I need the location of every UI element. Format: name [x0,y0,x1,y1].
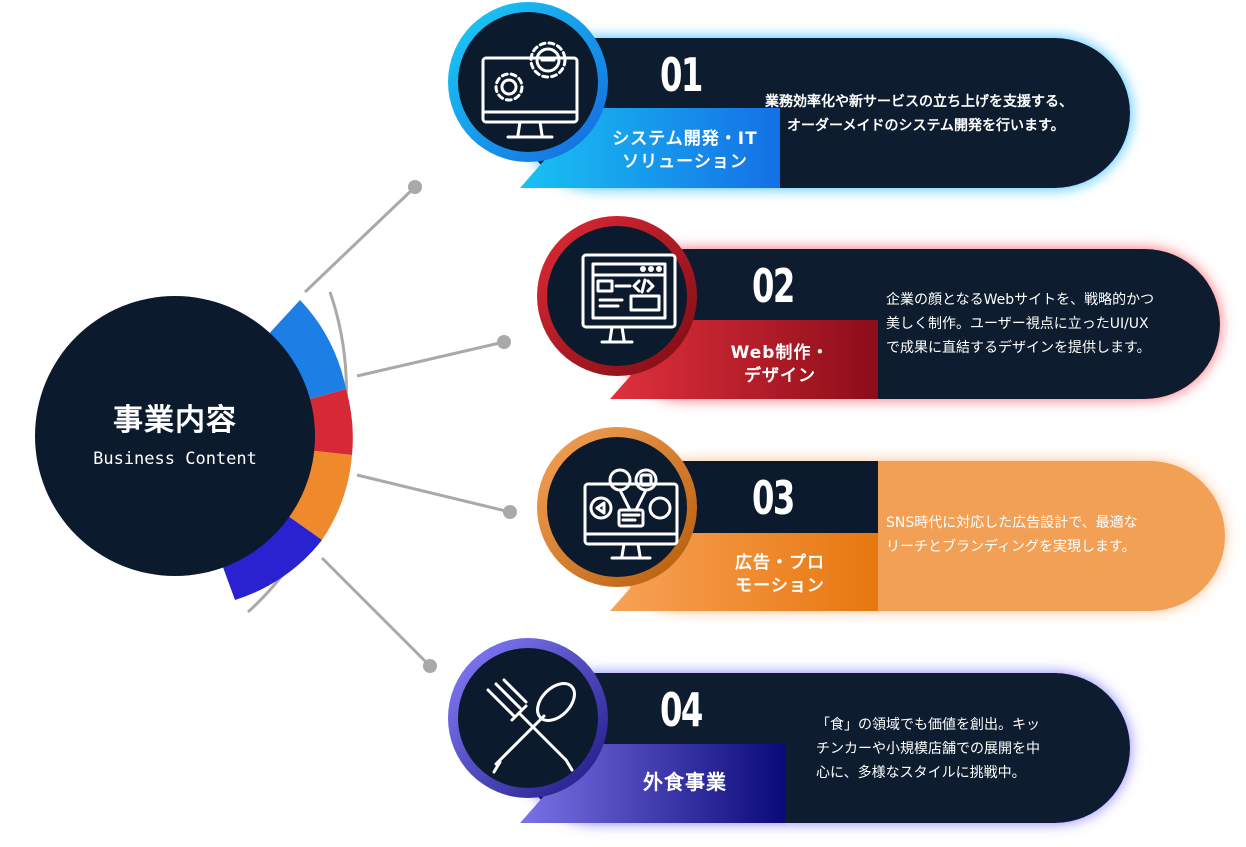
dot-02 [497,335,511,349]
item-04-description: 「食」の領域でも価値を創出。キッ チンカーや小規模店舗での展開を中 心に、多様な… [816,713,1106,785]
item-02-number: 02 [752,259,795,313]
item-02-label-line2: デザイン [744,366,816,386]
card-03-number-panel [680,461,878,533]
item-04-label-line1: 外食事業 [643,770,727,794]
item-01-label-line2: ソリューション [622,152,748,172]
connector-01 [303,185,417,294]
connector-03 [356,473,511,514]
hub-title: 事業内容 [113,403,237,438]
hub-subtitle: Business Content [93,449,257,469]
item-01-description: 業務効率化や新サービスの立ち上げを支援する、 オーダーメイドのシステム開発を行い… [765,90,1120,138]
card-02 [537,216,1220,399]
card-01 [448,2,1130,188]
item-02-desc-line3: で成果に直結するデザインを提供します。 [886,340,1151,356]
item-03-number: 03 [752,471,795,525]
item-03-label: 広告・プロ モーション [700,552,860,598]
item-02-label: Web制作・ デザイン [700,342,860,388]
card-03 [537,427,1225,611]
dot-03 [503,505,517,519]
item-01-desc-line2: オーダーメイドのシステム開発を行います。 [787,118,1065,134]
fork-spoon-icon [486,678,576,774]
item-01-label: システム開発・IT ソリューション [600,128,770,174]
hub-circle [35,296,315,576]
card-03-icon-circle [547,437,687,577]
item-04-label: 外食事業 [610,771,760,794]
item-02-desc-line1: 企業の顔となるWebサイトを、戦略的かつ [886,292,1155,308]
item-04-number: 04 [660,683,703,737]
item-02-label-line1: Web制作・ [730,343,830,363]
social-media-monitor-icon [583,468,679,560]
item-04-desc-line2: チンカーや小規模店舗での展開を中 [816,741,1040,757]
item-04-desc-line3: 心に、多様なスタイルに挑戦中。 [816,765,1026,781]
item-01-number: 01 [660,48,703,102]
item-01-desc-line1: 業務効率化や新サービスの立ち上げを支援する、 [765,94,1073,110]
dot-01 [408,180,422,194]
item-02-description: 企業の顔となるWebサイトを、戦略的かつ 美しく制作。ユーザー視点に立ったUI/… [886,288,1206,360]
connector-02 [356,340,505,378]
item-01-label-line1: システム開発・IT [612,129,758,149]
connector-dots [408,180,517,673]
item-03-description: SNS時代に対応した広告設計で、最適な リーチとブランディングを実現します。 [886,511,1206,559]
card-01-icon-circle [458,12,598,152]
dot-04 [423,659,437,673]
item-03-label-line1: 広告・プロ [735,553,825,573]
item-03-desc-line2: リーチとブランディングを実現します。 [886,539,1136,555]
item-04-desc-line1: 「食」の領域でも価値を創出。キッ [816,717,1040,733]
monitor-gears-icon [481,41,579,139]
item-03-desc-line1: SNS時代に対応した広告設計で、最適な [886,515,1138,531]
web-code-icon [581,253,677,344]
connector-04 [320,556,432,668]
card-04-icon-circle [458,648,598,788]
item-02-desc-line2: 美しく制作。ユーザー視点に立ったUI/UX [886,316,1149,332]
card-04 [448,638,1130,823]
item-03-label-line2: モーション [735,576,825,596]
